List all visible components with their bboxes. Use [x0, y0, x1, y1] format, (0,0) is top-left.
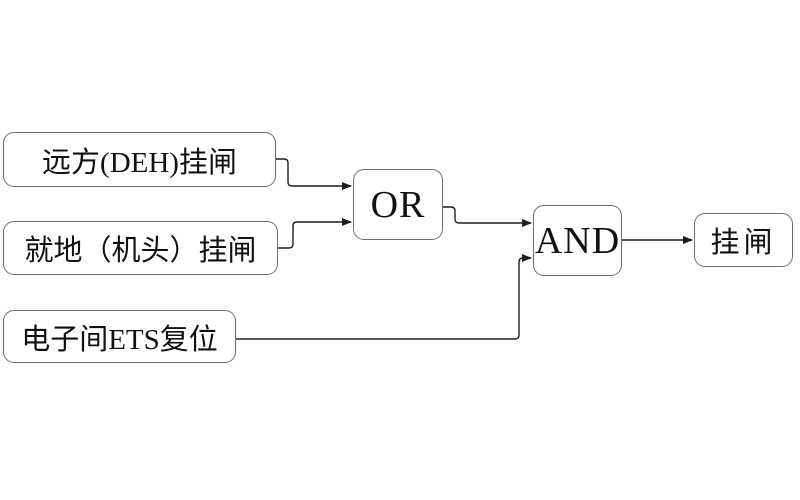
- connector-or-to-and: [443, 206, 532, 227]
- node-remote-deh-latch: 远方(DEH)挂闸: [3, 132, 276, 187]
- and-gate-label: AND: [534, 219, 621, 262]
- node-local-head-latch-label: 就地（机头）挂闸: [24, 235, 257, 267]
- node-and-gate: AND: [533, 205, 622, 276]
- node-latch-output-label: 挂闸: [710, 227, 777, 259]
- connector-input3-to-and: [236, 254, 532, 340]
- connector-input2-to-or: [278, 218, 352, 249]
- node-local-head-latch: 就地（机头）挂闸: [3, 221, 278, 275]
- connector-input1-to-or: [276, 158, 352, 190]
- node-electronics-room-ets-reset-label: 电子间ETS复位: [21, 323, 218, 356]
- node-or-gate: OR: [353, 169, 443, 240]
- node-electronics-room-ets-reset: 电子间ETS复位: [3, 310, 236, 363]
- node-latch-output: 挂闸: [694, 213, 793, 267]
- or-gate-label: OR: [370, 183, 426, 226]
- node-remote-deh-latch-label: 远方(DEH)挂闸: [42, 146, 237, 179]
